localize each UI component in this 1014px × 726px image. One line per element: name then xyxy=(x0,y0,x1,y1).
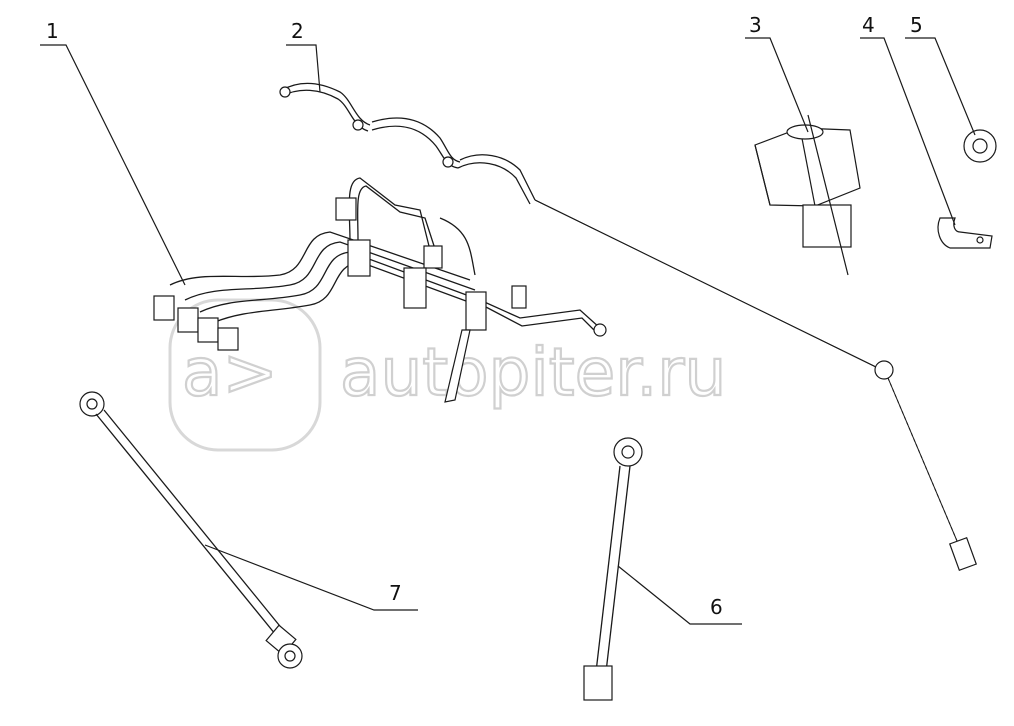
pipe-clip xyxy=(937,217,993,249)
nut xyxy=(963,129,997,163)
callout-7: 7 xyxy=(389,581,402,605)
watermark-logo-frame xyxy=(168,298,322,452)
banjo-pipe-6 xyxy=(583,437,643,701)
callout-numbers: 1 2 3 4 5 6 7 xyxy=(46,13,923,619)
callout-2: 2 xyxy=(291,19,304,43)
watermark-text: autopiter.ru xyxy=(340,334,726,411)
callout-3: 3 xyxy=(749,13,762,37)
return-hose xyxy=(279,82,978,572)
injection-pipe-assembly xyxy=(153,177,607,403)
hex-fitting xyxy=(754,114,861,276)
banjo-pipe-7 xyxy=(79,391,303,669)
leader-lines xyxy=(40,37,976,625)
watermark: a> autopiter.ru xyxy=(168,298,727,452)
callout-4: 4 xyxy=(862,13,875,37)
callout-5: 5 xyxy=(910,13,923,37)
callout-1: 1 xyxy=(46,19,59,43)
callout-6: 6 xyxy=(710,595,723,619)
